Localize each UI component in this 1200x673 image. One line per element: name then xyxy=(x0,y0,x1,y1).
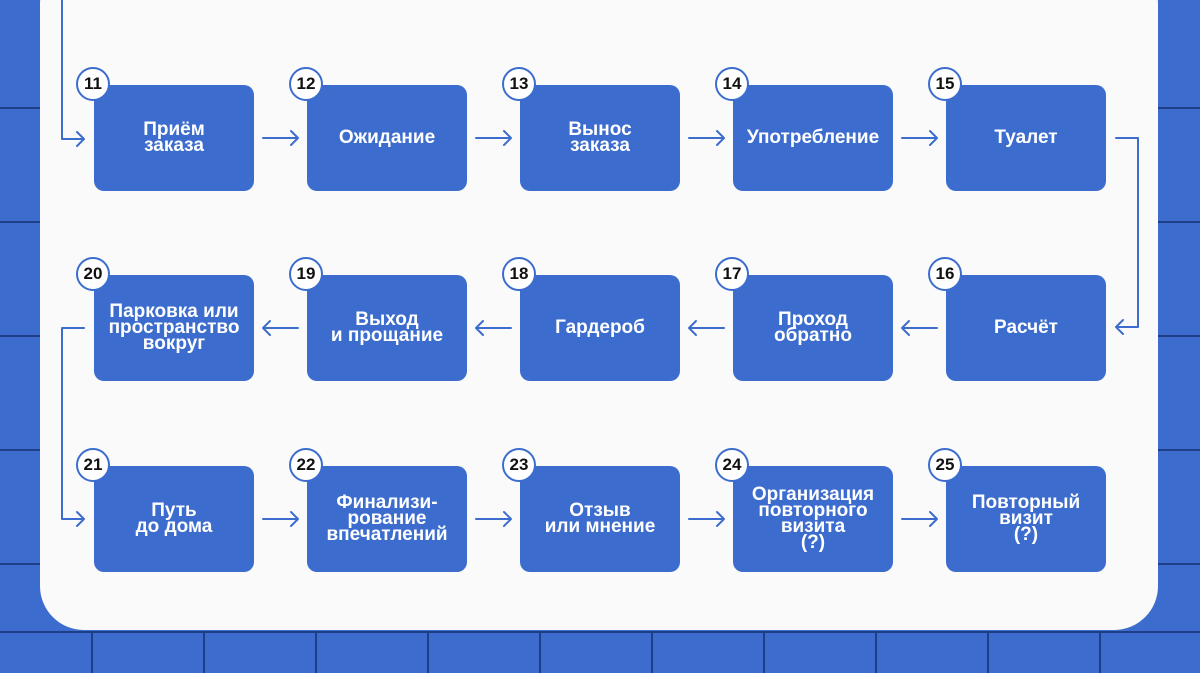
arrow-19-20 xyxy=(262,320,299,336)
step-number-badge: 20 xyxy=(76,257,110,291)
arrow-23-24 xyxy=(688,511,725,527)
step-card-19: Выход и прощание xyxy=(307,275,467,381)
step-label: Гардероб xyxy=(555,317,645,338)
step-number-badge: 14 xyxy=(715,67,749,101)
step-card-13: Вынос заказа xyxy=(520,85,680,191)
arrow-24-25 xyxy=(901,511,938,527)
step-card-21: Путь до дома xyxy=(94,466,254,572)
step-label: Вынос заказа xyxy=(568,119,632,156)
step-card-18: Гардероб xyxy=(520,275,680,381)
step-number-badge: 11 xyxy=(76,67,110,101)
arrow-15-16 xyxy=(1115,137,1139,335)
arrow-20-21 xyxy=(61,327,85,527)
arrow-16-17 xyxy=(901,320,938,336)
step-card-12: Ожидание xyxy=(307,85,467,191)
step-number-badge: 12 xyxy=(289,67,323,101)
step-label: Отзыв или мнение xyxy=(544,500,656,537)
arrow-22-23 xyxy=(475,511,512,527)
arrow-11-12 xyxy=(262,130,299,146)
step-label: Организация повторного визита (?) xyxy=(751,484,875,553)
step-number-badge: 16 xyxy=(928,257,962,291)
step-label: Расчёт xyxy=(994,317,1058,338)
step-label: Парковка или пространство вокруг xyxy=(108,301,240,354)
step-card-22: Финализи- рование впечатлений xyxy=(307,466,467,572)
step-label: Приём заказа xyxy=(143,119,205,156)
step-card-20: Парковка или пространство вокруг xyxy=(94,275,254,381)
arrow-12-13 xyxy=(475,130,512,146)
step-number-badge: 23 xyxy=(502,448,536,482)
step-card-14: Употребление xyxy=(733,85,893,191)
step-number-badge: 22 xyxy=(289,448,323,482)
arrow-21-22 xyxy=(262,511,299,527)
step-number-badge: 18 xyxy=(502,257,536,291)
step-label: Выход и прощание xyxy=(330,309,444,346)
step-card-23: Отзыв или мнение xyxy=(520,466,680,572)
step-card-11: Приём заказа xyxy=(94,85,254,191)
step-number-badge: 17 xyxy=(715,257,749,291)
step-number-badge: 24 xyxy=(715,448,749,482)
step-label: Финализи- рование впечатлений xyxy=(326,492,448,545)
step-card-17: Проход обратно xyxy=(733,275,893,381)
step-number-badge: 15 xyxy=(928,67,962,101)
step-number-badge: 13 xyxy=(502,67,536,101)
step-card-16: Расчёт xyxy=(946,275,1106,381)
step-label: Употребление xyxy=(746,127,880,148)
step-label: Путь до дома xyxy=(135,500,213,537)
step-label: Ожидание xyxy=(338,127,436,148)
step-label: Повторный визит (?) xyxy=(971,492,1081,545)
arrow-into-11 xyxy=(61,0,85,147)
step-label: Проход обратно xyxy=(774,309,852,346)
step-number-badge: 21 xyxy=(76,448,110,482)
step-number-badge: 25 xyxy=(928,448,962,482)
arrow-14-15 xyxy=(901,130,938,146)
step-card-25: Повторный визит (?) xyxy=(946,466,1106,572)
step-card-24: Организация повторного визита (?) xyxy=(733,466,893,572)
step-number-badge: 19 xyxy=(289,257,323,291)
step-card-15: Туалет xyxy=(946,85,1106,191)
arrow-13-14 xyxy=(688,130,725,146)
arrow-18-19 xyxy=(475,320,512,336)
arrow-17-18 xyxy=(688,320,725,336)
step-label: Туалет xyxy=(994,127,1058,148)
